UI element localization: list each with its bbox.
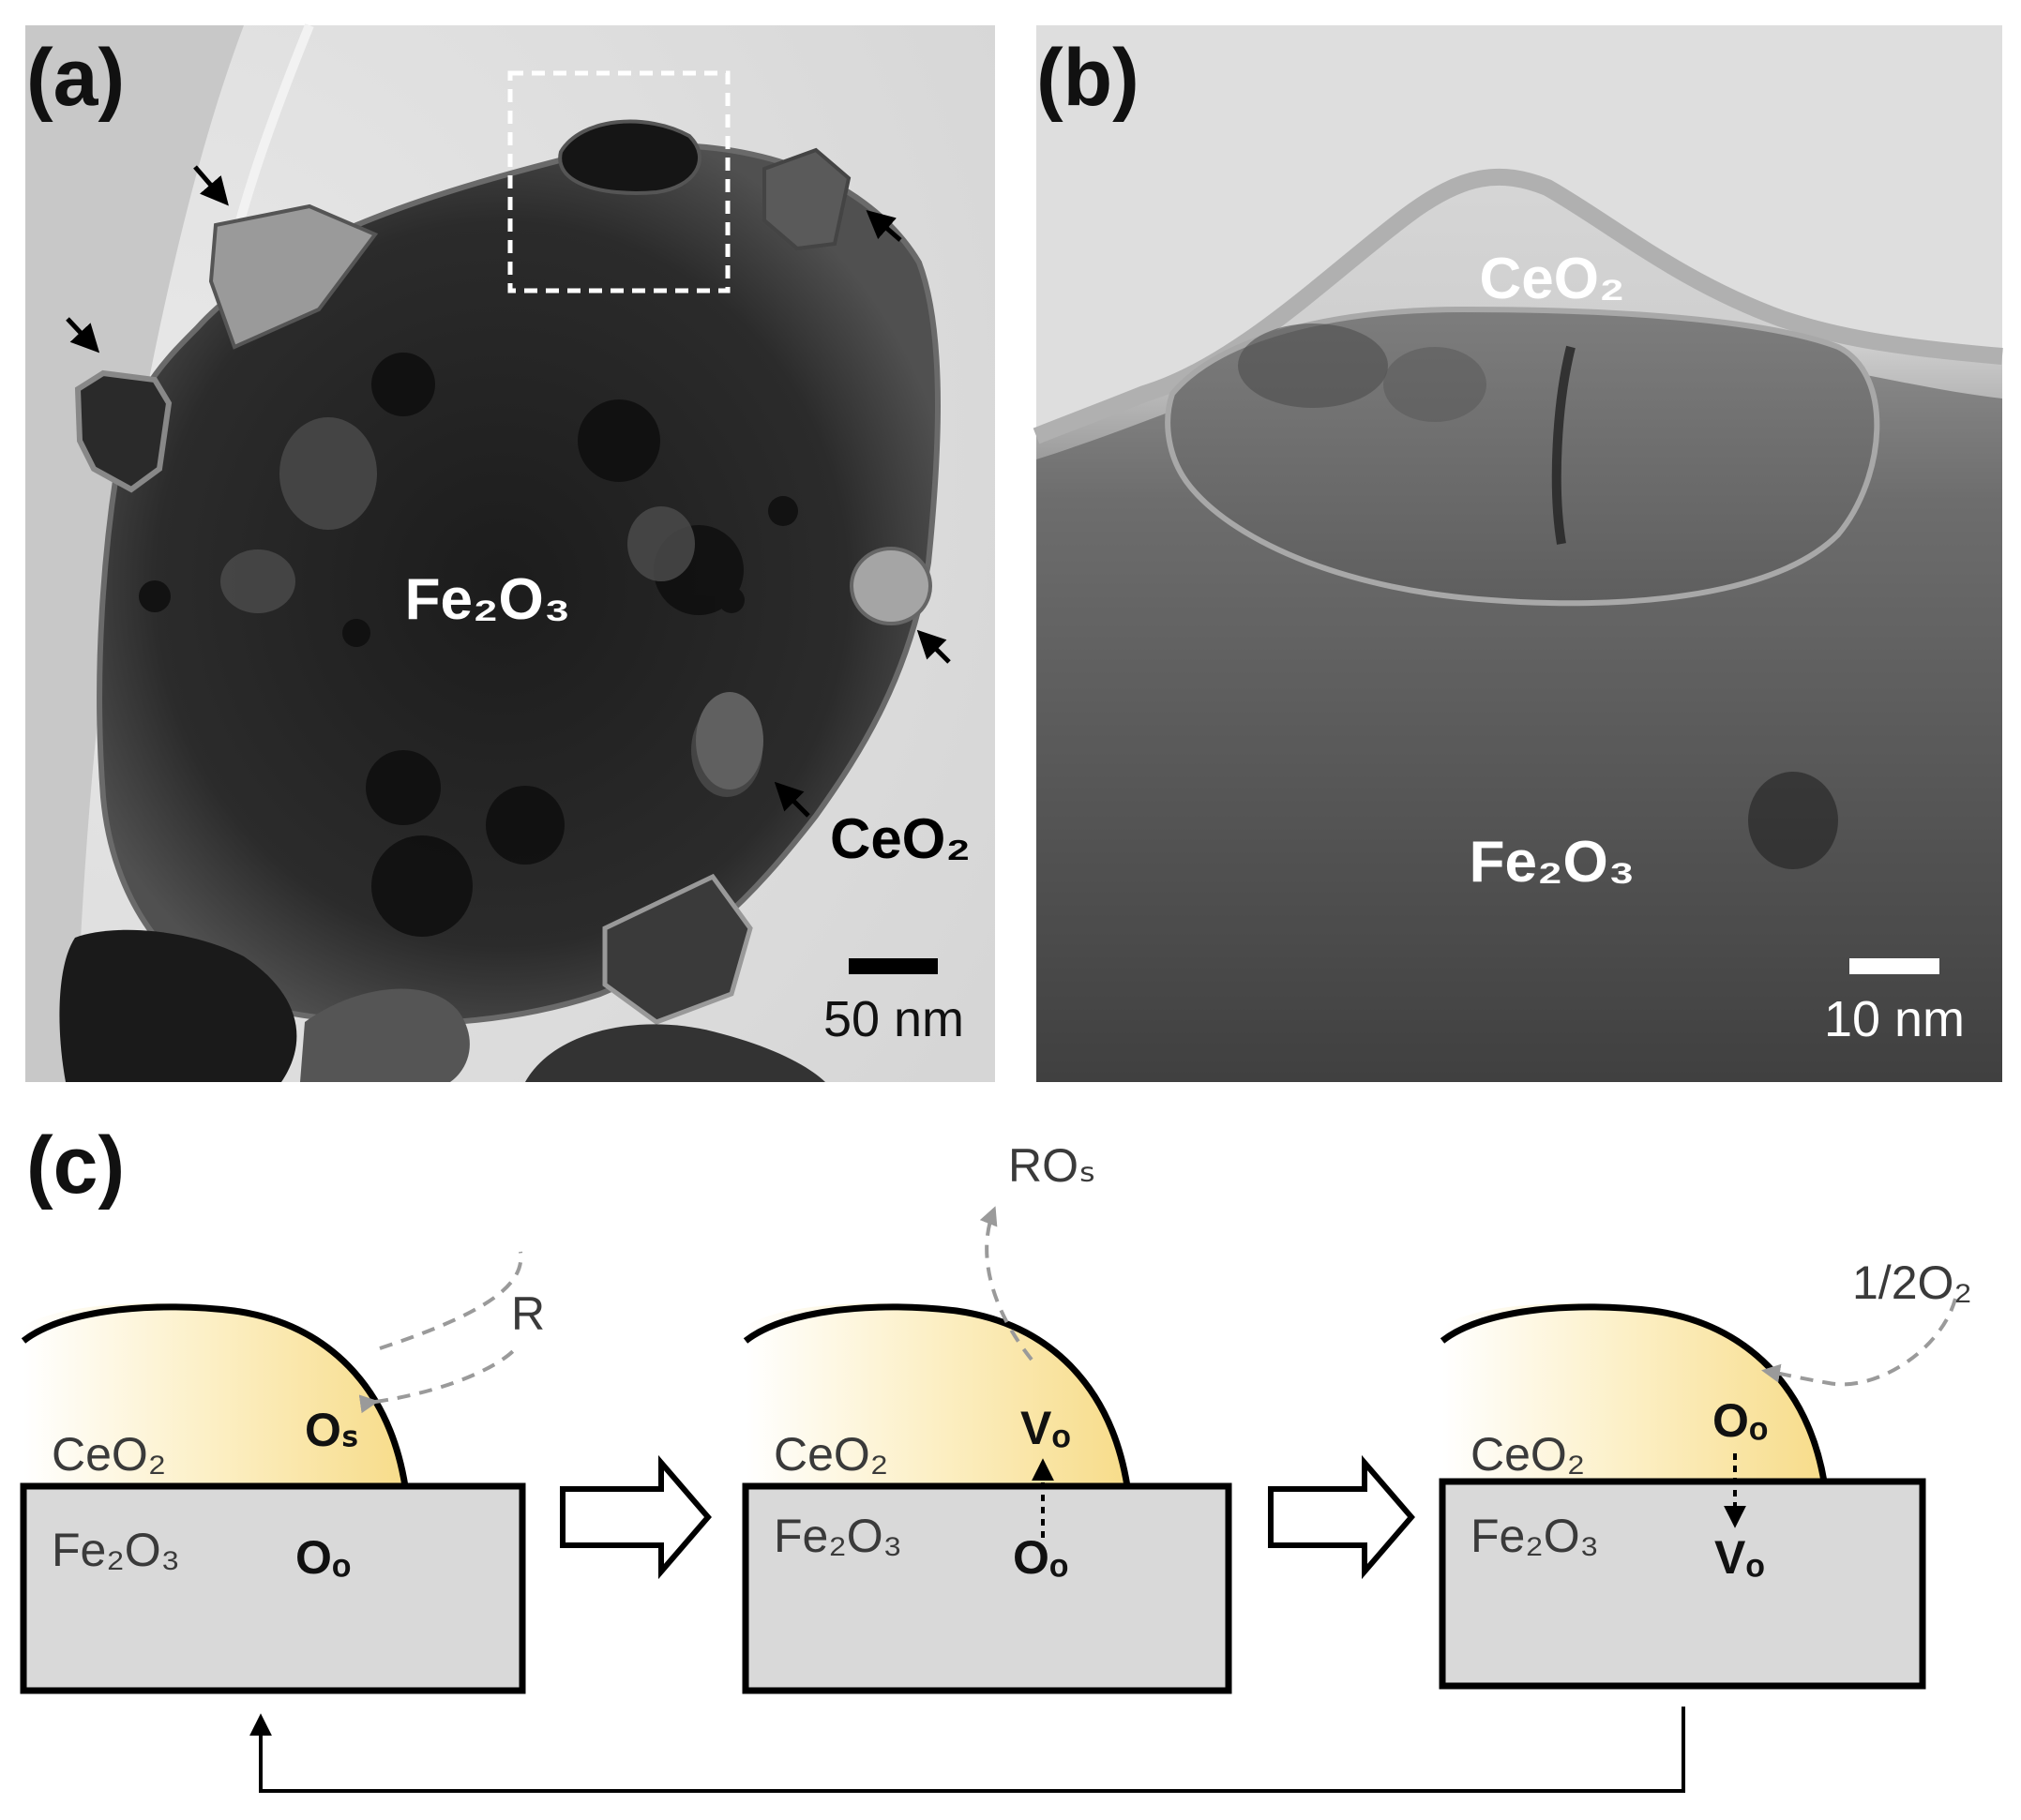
step2-hematite-label: Fe₂O₃ — [774, 1510, 902, 1562]
step1-ceria-species: Oₛ — [305, 1404, 359, 1456]
label-ceo2-a: CeO₂ — [830, 807, 971, 870]
cycle-step-2 — [742, 1206, 1232, 1694]
ceria-surface-particle — [208, 203, 379, 350]
panel-label-a: (a) — [26, 33, 125, 123]
scale-text-a: 50 nm — [823, 991, 964, 1047]
scale-bar-b — [1849, 958, 1939, 974]
label-ceo2-b: CeO₂ — [1479, 247, 1624, 311]
step1-ceria-label: CeO₂ — [52, 1428, 166, 1481]
panel-b-hrtem-image — [1033, 25, 2003, 1082]
step2-ceria-species: Vₒ — [1020, 1402, 1071, 1454]
step3-gas-label: 1/2O₂ — [1852, 1256, 1972, 1309]
step3-ceria-species: Oₒ — [1712, 1394, 1768, 1447]
step2-hematite-species: Oₒ — [1013, 1531, 1068, 1584]
step1-hematite-label: Fe₂O₃ — [52, 1524, 180, 1576]
ceria-surface-particle — [850, 547, 932, 625]
panel-label-c: (c) — [26, 1121, 125, 1211]
step2-gas-label: ROₛ — [1008, 1139, 1096, 1192]
step1-hematite-species: Oₒ — [295, 1531, 351, 1584]
ceria-surface-particle — [74, 369, 173, 493]
cycle-step-3 — [1439, 1298, 1957, 1690]
ceria-surface-particle — [696, 692, 763, 790]
step3-hematite-species: Vₒ — [1714, 1531, 1765, 1584]
step2-ceria-label: CeO₂ — [774, 1428, 888, 1481]
scale-bar-a — [849, 958, 938, 974]
label-fe2o3-b: Fe₂O₃ — [1470, 830, 1636, 895]
black-pointer-arrow-icon — [66, 165, 951, 818]
zoom-region-box — [507, 70, 731, 293]
step1-gas-label: R — [511, 1287, 545, 1340]
panel-a-tem-image — [25, 23, 995, 1082]
cycle-return-arrow — [249, 1707, 1685, 1793]
step3-hematite-label: Fe₂O₃ — [1471, 1510, 1599, 1562]
scale-text-b: 10 nm — [1824, 991, 1965, 1047]
step3-ceria-label: CeO₂ — [1471, 1428, 1585, 1481]
hollow-right-arrow-icon — [1268, 1454, 1415, 1580]
cycle-step-1 — [20, 1251, 526, 1694]
ceria-surface-particle — [558, 119, 701, 195]
panel-label-b: (b) — [1036, 33, 1139, 123]
ceria-surface-particle — [762, 147, 852, 251]
hollow-right-arrow-icon — [560, 1454, 712, 1580]
label-fe2o3-a: Fe₂O₃ — [405, 567, 571, 632]
